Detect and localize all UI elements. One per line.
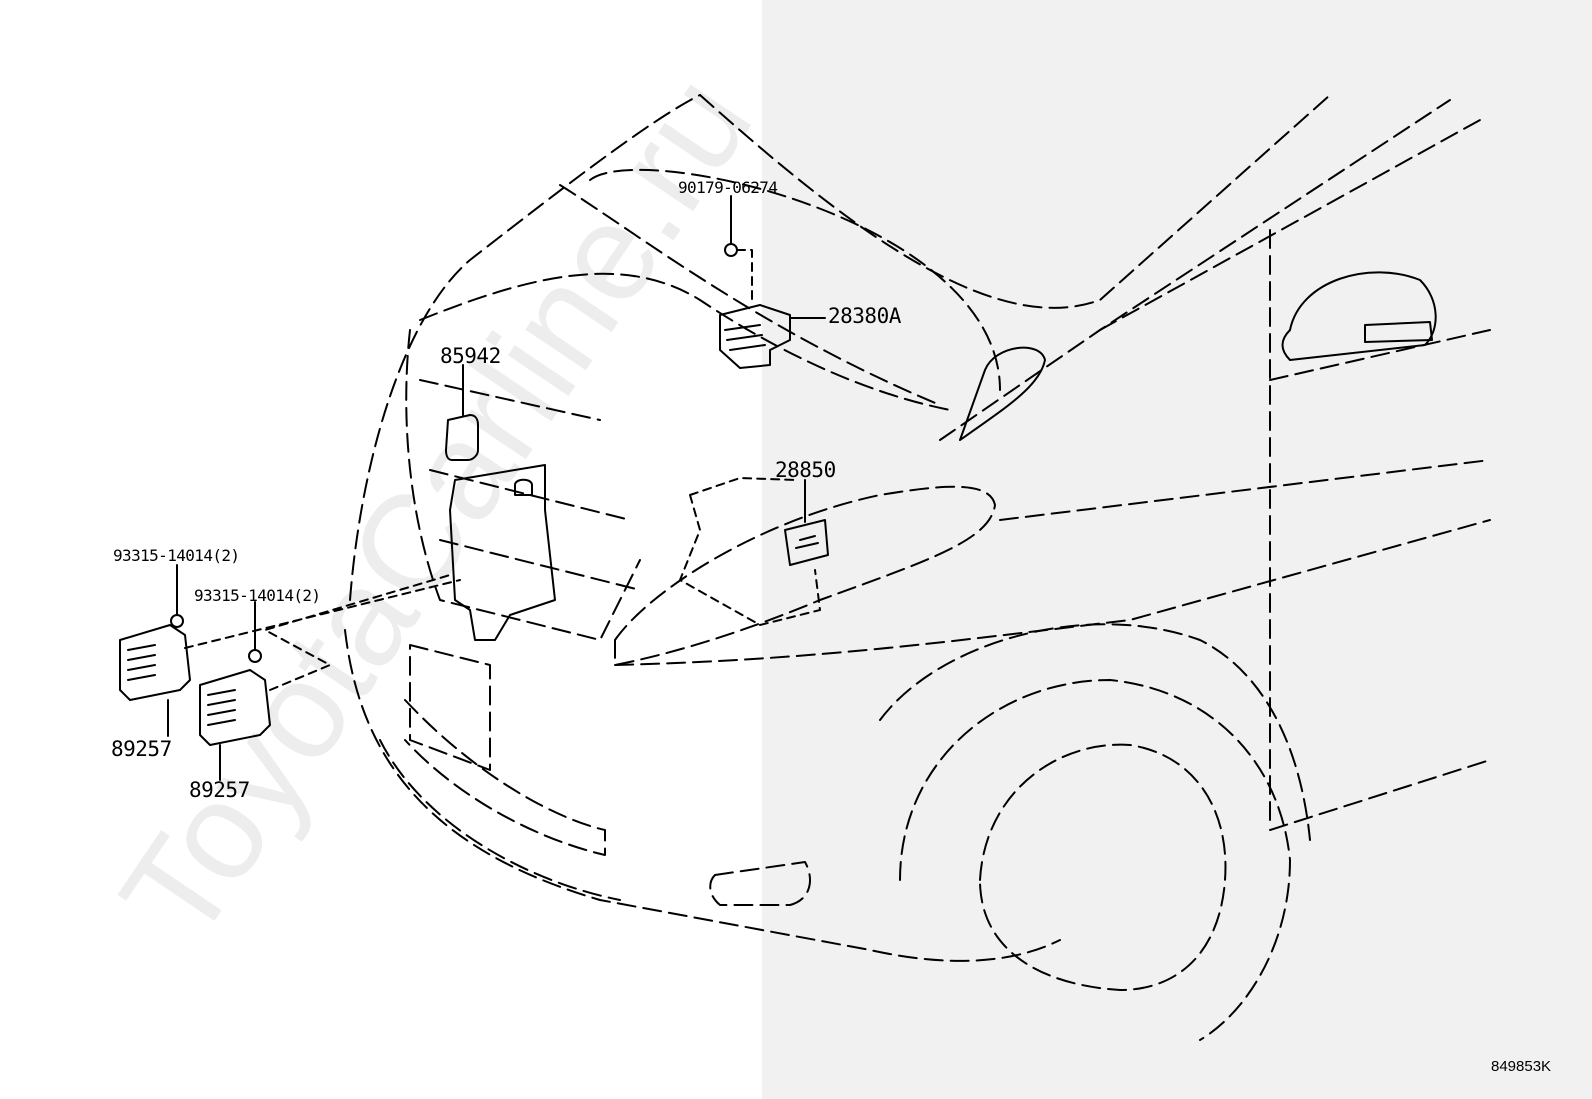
fog-lamp <box>709 861 811 906</box>
ballast-upper <box>119 624 191 701</box>
belt-line <box>1269 329 1491 381</box>
module-28850-bracket <box>679 477 821 626</box>
part-label-90179: 90179-06274 <box>678 178 778 197</box>
ballast-lower-fins <box>207 689 236 726</box>
hood-top-line <box>559 184 941 406</box>
diagram-code: 849853K <box>1491 1058 1552 1075</box>
part-label-93315-b: 93315-14014(2) <box>194 586 321 605</box>
connector-28380A-ribs <box>724 324 766 351</box>
roof-line <box>1099 119 1481 331</box>
mirror-lamp <box>1364 321 1433 343</box>
sill-line <box>1269 759 1491 831</box>
hood-front-edge <box>419 272 951 411</box>
part-label-28380A: 28380A <box>828 304 901 328</box>
wheel-arch <box>879 623 1311 841</box>
grille-outline <box>405 329 641 641</box>
sensor-85942 <box>445 414 479 461</box>
wiper-arm <box>959 346 1046 441</box>
ballast-upper-fins <box>127 644 156 681</box>
grille-slat-3 <box>439 539 641 591</box>
plate-recess <box>409 644 491 771</box>
nut-dash-line <box>736 249 753 306</box>
bolt-upper <box>170 614 184 628</box>
bumper-lower <box>379 739 621 901</box>
connector-28380A <box>719 304 791 369</box>
module-28850-detail <box>795 535 819 549</box>
part-label-93315-a: 93315-14014(2) <box>113 546 240 565</box>
part-label-89257-a: 89257 <box>111 737 172 761</box>
washer-cap <box>514 478 533 496</box>
part-label-89257-b: 89257 <box>189 778 250 802</box>
fender-line <box>614 519 1491 666</box>
part-label-28850: 28850 <box>775 458 836 482</box>
wheel-inner <box>979 743 1227 991</box>
a-pillar <box>939 99 1451 441</box>
mount-dash-lines <box>184 574 461 691</box>
wheel-outer <box>899 679 1291 1041</box>
headlamp <box>614 485 996 666</box>
part-label-85942: 85942 <box>440 344 501 368</box>
bumper-outline <box>344 629 1061 962</box>
windshield-edge <box>699 94 1331 309</box>
hood-rear-edge <box>589 168 1001 391</box>
side-mirror <box>1281 271 1437 361</box>
shaded-background <box>762 0 1592 1099</box>
door-crease <box>999 459 1491 521</box>
nut-90179 <box>724 243 738 257</box>
lower-intake <box>404 699 606 856</box>
washer-tank <box>449 464 556 641</box>
grille-slat-1 <box>419 379 601 421</box>
bolt-lower <box>248 649 262 663</box>
ballast-lower <box>199 669 271 746</box>
module-28850 <box>784 519 829 566</box>
hood-outline <box>349 94 701 601</box>
